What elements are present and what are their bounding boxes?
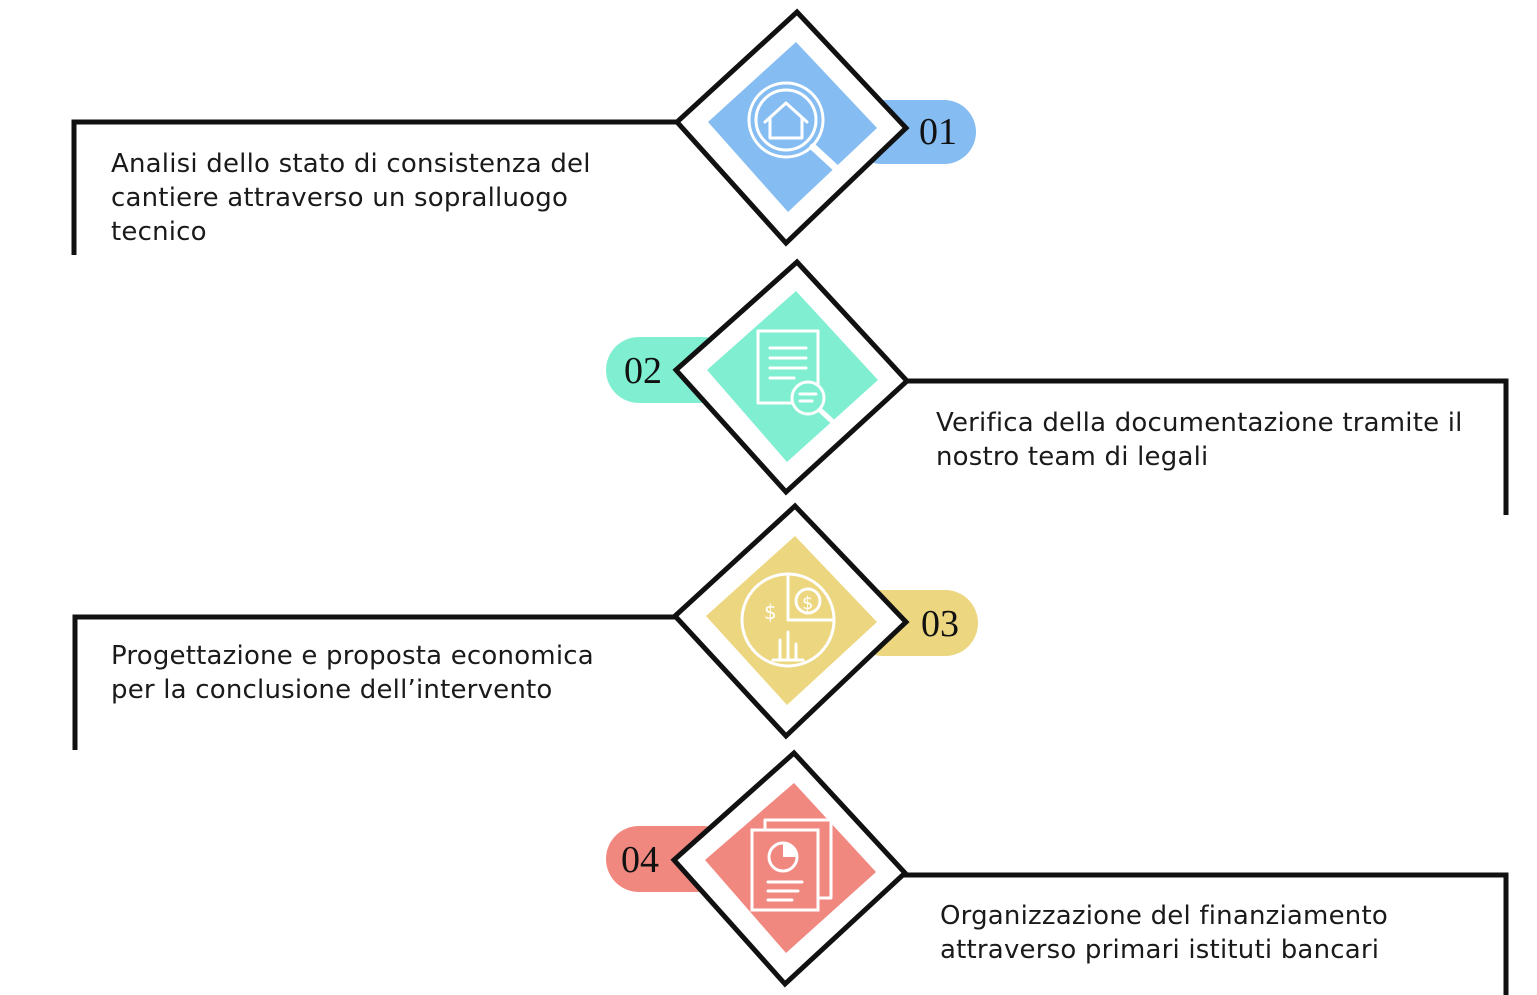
step-number-2: 02 bbox=[624, 350, 662, 392]
connector-line-2 bbox=[900, 378, 1509, 515]
svg-text:$: $ bbox=[802, 593, 813, 614]
connector-line-3 bbox=[72, 614, 680, 750]
connector-line-1 bbox=[71, 119, 682, 255]
step-2: 02 bbox=[606, 258, 1509, 515]
step-1-description: Analisi dello stato di consistenza del c… bbox=[111, 149, 591, 247]
house-search-icon bbox=[747, 81, 842, 174]
step-3-description: Progettazione e proposta economica per l… bbox=[111, 641, 594, 705]
diamond-fill-1 bbox=[708, 42, 877, 212]
step-1: 01 bbox=[71, 8, 976, 255]
document-search-icon bbox=[756, 329, 836, 425]
step-4: 04 bbox=[606, 749, 1509, 995]
step-4-description: Organizzazione del finanziamento attrave… bbox=[940, 901, 1388, 965]
step-number-4: 04 bbox=[621, 839, 659, 881]
step-3: $ $ 03 bbox=[72, 502, 978, 750]
step-2-description: Verifica della documentazione tramite il… bbox=[936, 408, 1463, 472]
svg-text:$: $ bbox=[764, 600, 777, 624]
report-pie-icon bbox=[750, 818, 833, 912]
finance-chart-icon: $ $ bbox=[740, 572, 836, 668]
connector-line-4 bbox=[900, 872, 1509, 995]
step-number-3: 03 bbox=[921, 603, 959, 645]
step-number-1: 01 bbox=[919, 111, 957, 153]
